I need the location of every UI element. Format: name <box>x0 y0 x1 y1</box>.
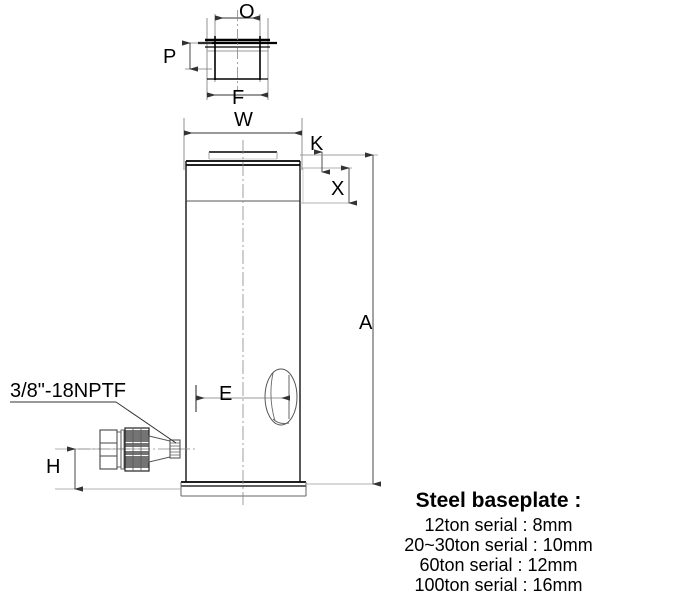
dimension-label-P: P <box>163 46 177 68</box>
steel-baseplate-note: Steel baseplate : 12ton serial : 8mm 20~… <box>320 489 677 595</box>
dimension-label-O: O <box>239 1 255 23</box>
note-line-12ton: 12ton serial : 8mm <box>424 514 573 535</box>
top-detail-view <box>182 10 277 100</box>
dimension-label-K: K <box>310 133 324 155</box>
note-line-60ton: 60ton serial : 12mm <box>419 554 578 575</box>
coupler-fitting <box>10 401 196 472</box>
dimension-label-A: A <box>359 312 373 334</box>
main-cylinder-view <box>55 118 381 505</box>
note-title: Steel baseplate : <box>415 489 582 512</box>
note-line-20-30ton: 20~30ton serial : 10mm <box>404 534 593 555</box>
dimension-label-X: X <box>331 178 345 200</box>
dimension-label-E: E <box>219 383 233 405</box>
note-line-100ton: 100ton serial : 16mm <box>414 574 583 595</box>
dimension-label-F: F <box>232 87 245 109</box>
dimension-label-H: H <box>46 456 61 478</box>
dimension-label-W: W <box>234 109 253 131</box>
port-thread-callout: 3/8"-18NPTF <box>10 380 127 402</box>
